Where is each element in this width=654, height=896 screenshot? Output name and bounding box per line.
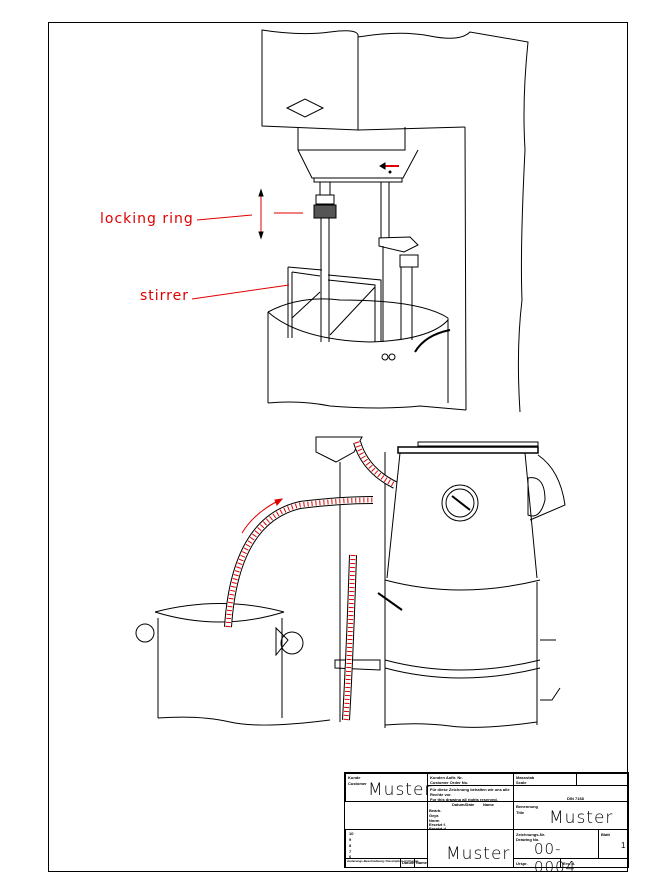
replaced-cell: Ers. d. bbox=[560, 858, 629, 868]
row-label: Bearb. bbox=[429, 808, 442, 813]
rev-8: 8 bbox=[349, 843, 352, 848]
bucket bbox=[135, 603, 331, 726]
drawing-no-cell: Zeichnungs-Nr. Drawing No. 00-0004 bbox=[513, 829, 599, 876]
stirrer-frame bbox=[287, 266, 382, 342]
name-small: Name bbox=[416, 860, 427, 865]
mixer-head bbox=[261, 29, 529, 413]
stirrer-label: stirrer bbox=[140, 288, 189, 304]
sheet-no: 1 bbox=[621, 841, 626, 850]
approval-table: Datum/Date Name Bearb. Gepr. Norm Ersetz… bbox=[427, 801, 514, 831]
standard-cell: DIN 7168 bbox=[513, 785, 629, 802]
customer-value: Muster bbox=[368, 780, 433, 800]
rev-6: 6 bbox=[349, 854, 352, 859]
date-header: Datum/Date bbox=[452, 802, 475, 807]
original-label: Urspr. bbox=[516, 861, 528, 866]
drum-upper bbox=[384, 441, 566, 591]
logo-diamond bbox=[285, 98, 325, 118]
date-small-cell: Datum bbox=[400, 858, 415, 868]
customer-cell: Kunde Customer Muster bbox=[345, 773, 431, 802]
direction-arrow-icon bbox=[379, 162, 399, 174]
scale-label: Massstab bbox=[516, 775, 535, 780]
title-value: Muster bbox=[549, 808, 614, 828]
order-label: Kunden Auftr. Nr. bbox=[430, 775, 463, 780]
rev-10: 10 bbox=[349, 831, 354, 836]
rev-7: 7 bbox=[349, 849, 352, 854]
change-label: Änderungs-Beschreibung / Description of … bbox=[347, 859, 419, 863]
name-header: Name bbox=[483, 802, 494, 807]
hoses bbox=[224, 440, 397, 721]
drum-lower bbox=[334, 582, 561, 728]
locking-ring bbox=[313, 204, 337, 219]
change-desc-cell: Änderungs-Beschreibung / Description of … bbox=[345, 858, 418, 868]
row-label: Ersetzt d. bbox=[429, 826, 448, 831]
row-label: Norm bbox=[429, 818, 440, 823]
customer-label-en: Customer bbox=[348, 781, 367, 786]
center-value: Muster bbox=[446, 844, 511, 864]
sheet-cell: Blatt 1 bbox=[598, 829, 629, 859]
standard: DIN 7168 bbox=[567, 796, 584, 801]
shafts bbox=[313, 182, 419, 342]
replaced-label: Ers. d. bbox=[563, 861, 576, 866]
title-label-en: Title bbox=[516, 810, 525, 815]
row-label: Gepr. bbox=[429, 813, 440, 818]
title-cell: Benennung Title Muster bbox=[513, 801, 629, 830]
revision-grid: 10 9 8 7 6 bbox=[345, 829, 428, 859]
date-small: Datum bbox=[402, 860, 415, 865]
drawing-frame bbox=[48, 22, 628, 872]
rights-de: Für diese Zeichnung behalten wir uns all… bbox=[430, 787, 510, 797]
row-label: Ersetzt f. bbox=[429, 822, 446, 827]
rights-cell: Für diese Zeichnung behalten wir uns all… bbox=[427, 785, 514, 802]
order-label-en: Customer Order No. bbox=[430, 780, 469, 785]
scale-label-en: Scale bbox=[516, 780, 527, 785]
pot bbox=[267, 298, 467, 411]
locking-ring-label: locking ring bbox=[100, 211, 194, 227]
name-small-cell: Name bbox=[414, 858, 428, 868]
sheet-label: Blatt bbox=[601, 832, 610, 837]
title-label: Benennung bbox=[516, 804, 538, 809]
rev-9: 9 bbox=[349, 837, 352, 842]
customer-label: Kunde bbox=[348, 775, 361, 780]
annotation-leaders bbox=[191, 193, 303, 300]
drawing-no-label-en: Drawing No. bbox=[516, 837, 540, 842]
height-arrow-icon bbox=[258, 188, 264, 240]
center-cell: Muster bbox=[427, 829, 514, 868]
original-cell: Urspr. bbox=[513, 858, 561, 868]
title-block: Kunde Customer Muster 10 9 8 7 6 Änderun… bbox=[344, 772, 629, 876]
rights-en: For this drawing all rights reserved. bbox=[430, 797, 498, 802]
drawing-no-label: Zeichnungs-Nr. bbox=[516, 832, 546, 837]
